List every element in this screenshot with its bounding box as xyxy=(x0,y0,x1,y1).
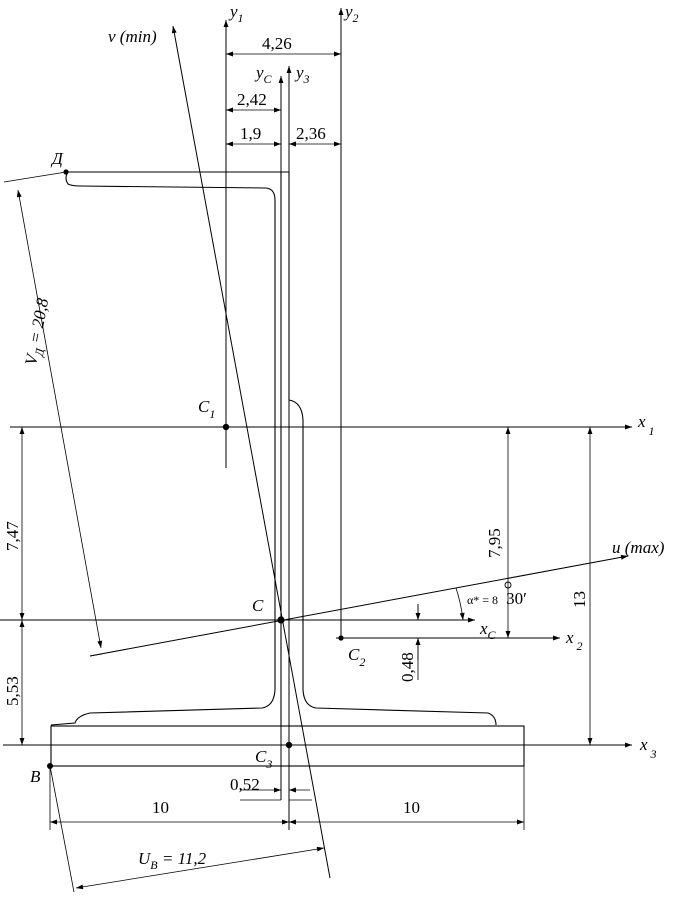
label-y2: y2 xyxy=(343,2,359,25)
points xyxy=(47,169,344,769)
annotation-ub: UB = 11,2 xyxy=(138,849,207,872)
label-D: Д xyxy=(50,149,64,168)
dim-2-42: 2,42 xyxy=(237,90,267,109)
dim-10-right: 10 xyxy=(403,798,420,817)
label-C3: C3 xyxy=(255,747,272,771)
label-B: B xyxy=(30,767,41,786)
dim-2-36: 2,36 xyxy=(296,124,326,143)
label-C1: C1 xyxy=(198,397,215,421)
dim-0-52: 0,52 xyxy=(230,775,260,794)
point-labels: C1 C C2 C3 B Д xyxy=(30,149,365,786)
dim-5-53: 5,53 xyxy=(3,676,22,706)
label-C: C xyxy=(252,596,264,615)
point-B xyxy=(47,763,53,769)
dimension-lines xyxy=(16,51,593,890)
label-C2: C2 xyxy=(348,645,365,669)
dimension-labels: 4,26 2,42 1,9 2,36 7,47 5,53 7,95 13 0,4… xyxy=(3,34,589,817)
label-v-min: v (min) xyxy=(108,27,157,46)
degree-mark xyxy=(504,581,512,589)
axes xyxy=(0,7,632,879)
label-xC: xC xyxy=(479,619,497,642)
annotation-vd: VД = 20,8 xyxy=(21,296,56,367)
label-y3: y3 xyxy=(294,63,310,86)
extension-lines xyxy=(3,171,525,893)
dim-13: 13 xyxy=(570,591,589,608)
point-C2 xyxy=(338,635,344,641)
axis-v xyxy=(171,25,331,879)
axis-u xyxy=(89,554,629,657)
point-D xyxy=(63,169,69,175)
label-u-max: u (max) xyxy=(612,538,665,557)
dim-4-26: 4,26 xyxy=(262,34,292,53)
dim-0-48: 0,48 xyxy=(398,652,417,682)
section-profile xyxy=(50,171,525,767)
point-C1 xyxy=(222,423,230,431)
dim-1-9: 1,9 xyxy=(240,124,261,143)
point-C3 xyxy=(285,741,293,749)
dim-7-47: 7,47 xyxy=(3,521,22,551)
label-y1: y1 xyxy=(228,2,244,25)
label-yC: yC xyxy=(254,63,273,86)
point-C xyxy=(277,616,285,624)
dim-7-95: 7,95 xyxy=(485,528,504,558)
dim-10-left: 10 xyxy=(152,798,169,817)
